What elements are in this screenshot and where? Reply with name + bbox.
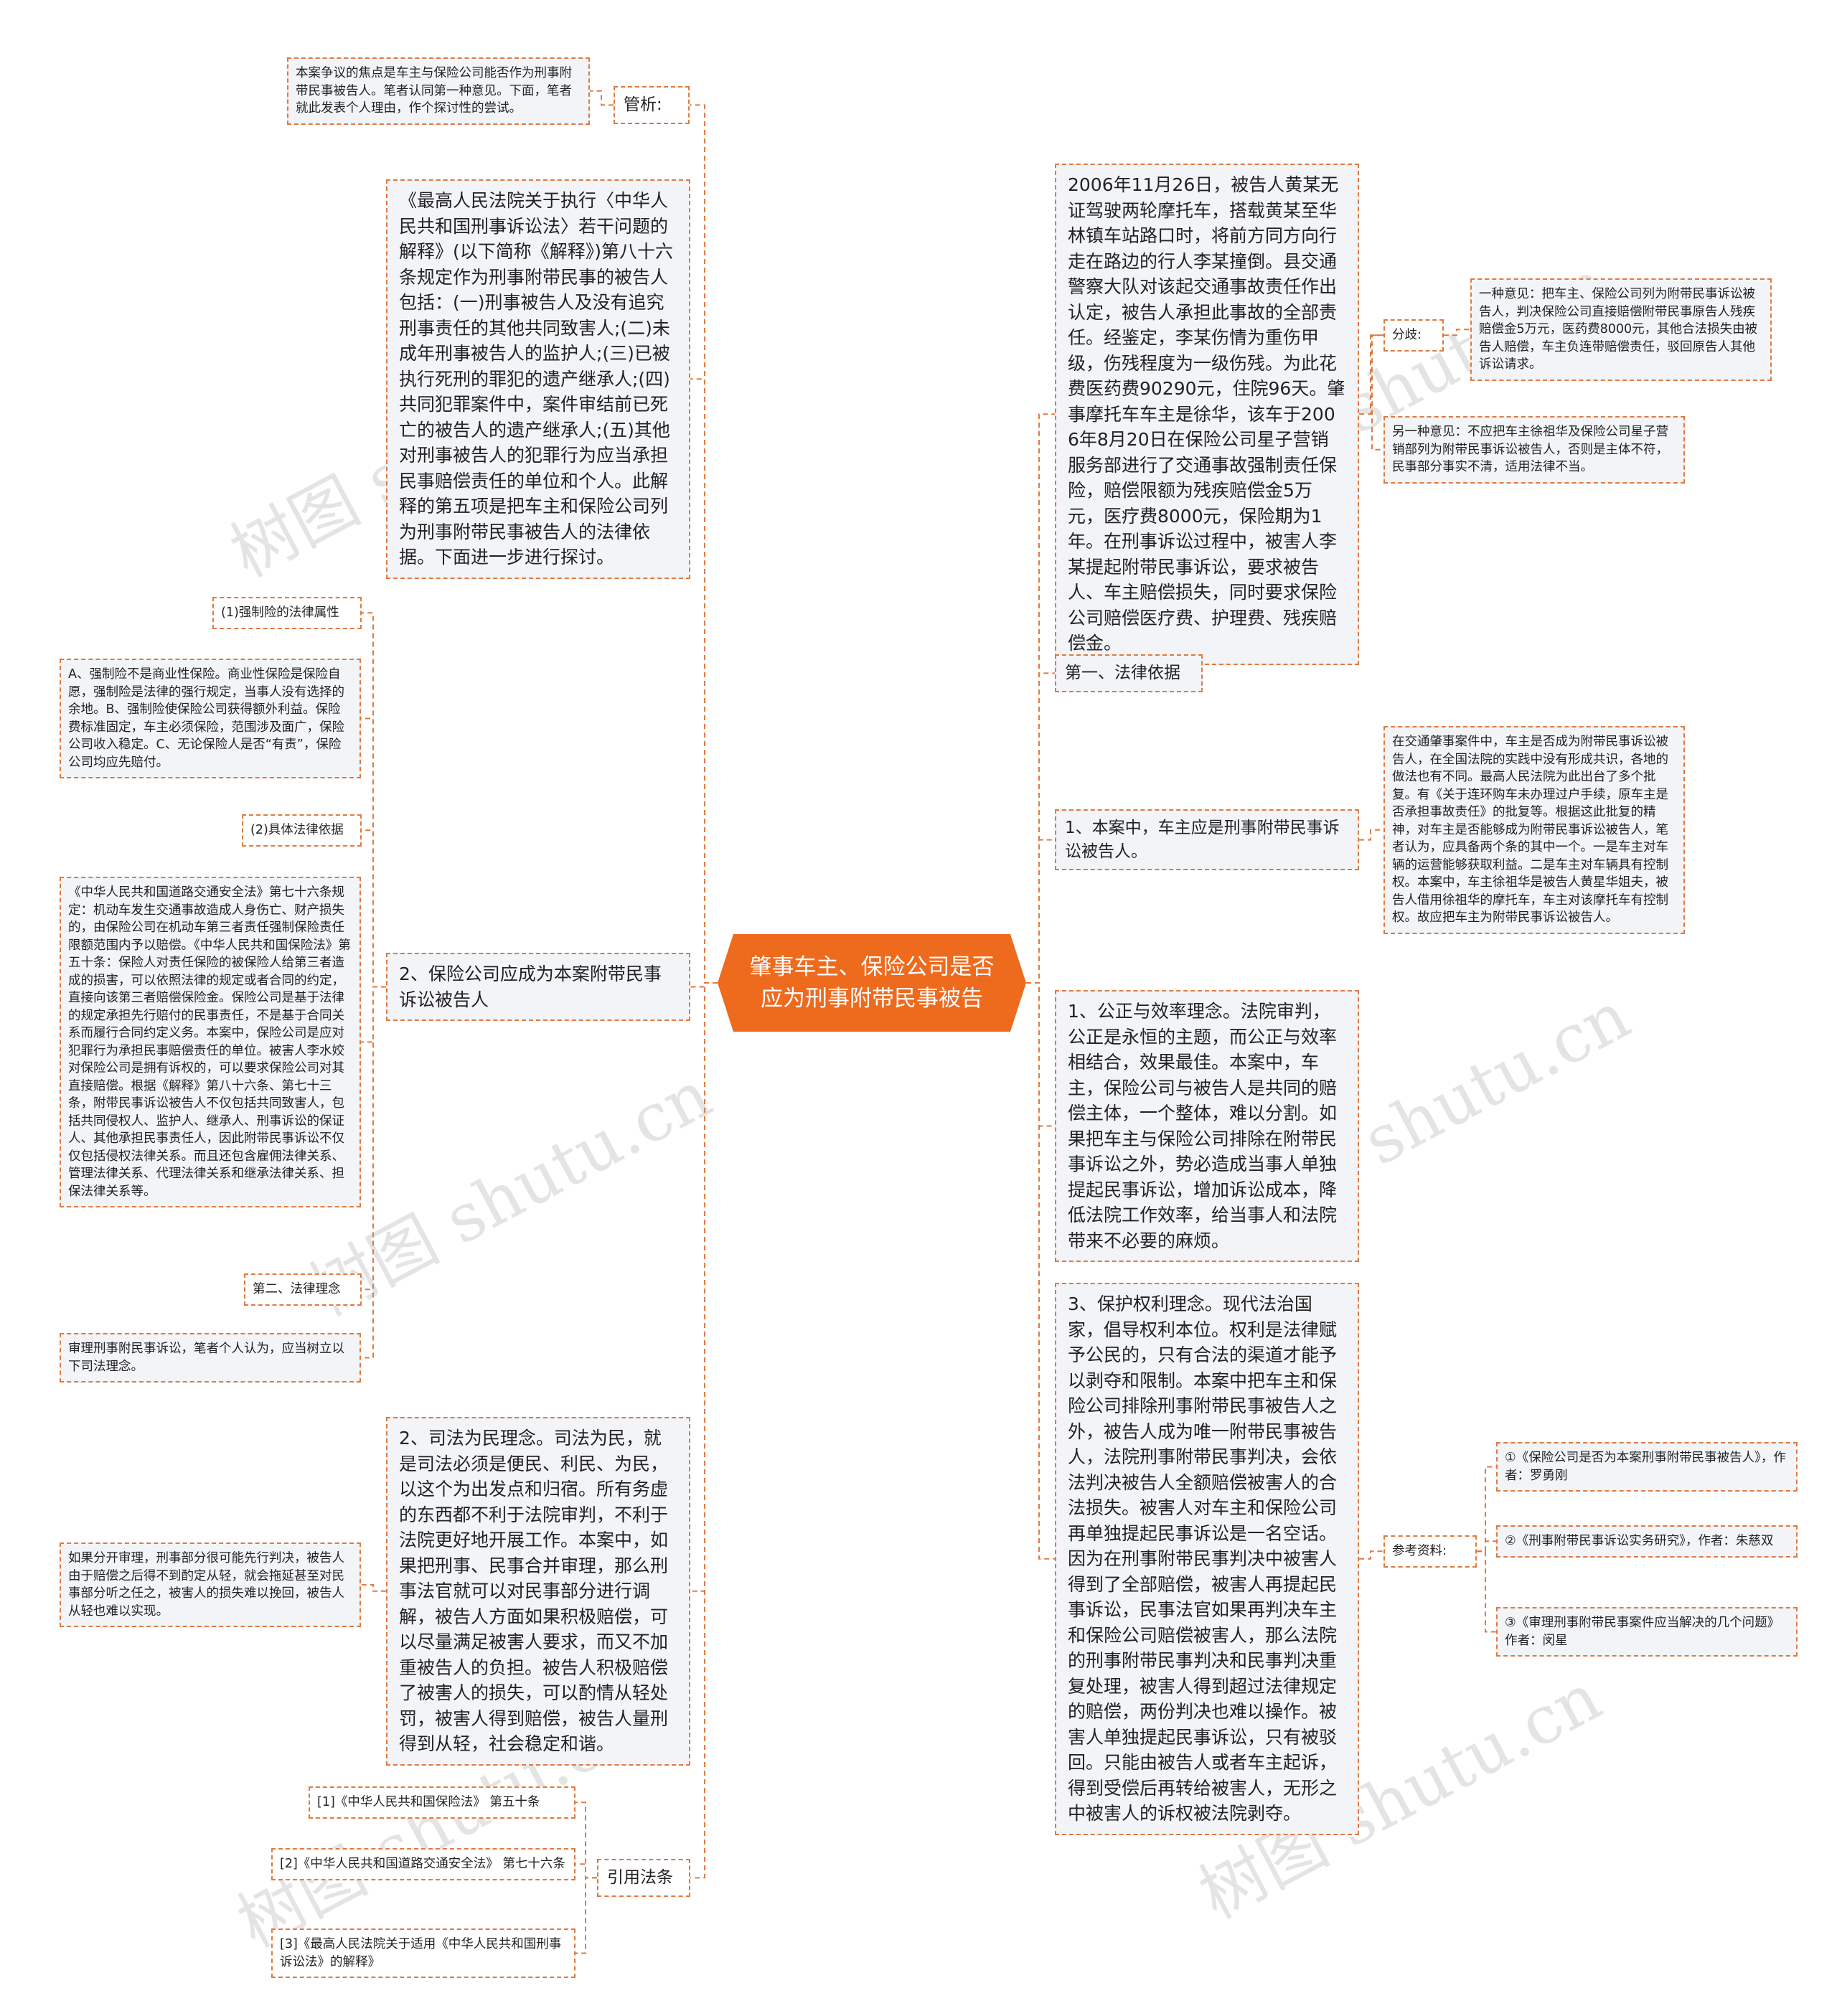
connector-line <box>1359 1550 1383 1560</box>
owner-text[interactable]: 在交通肇事案件中，车主是否成为附带民事诉讼被告人，在全国法院的实践中没有形成共识… <box>1383 726 1685 934</box>
reference-2[interactable]: ②《刑事附带民事诉讼实务研究》，作者：朱慈双 <box>1496 1525 1798 1558</box>
legal-concept-label[interactable]: 第二、法律理念 <box>244 1273 362 1306</box>
owner-heading[interactable]: 1、本案中，车主应是刑事附带民事诉讼被告人。 <box>1055 809 1359 871</box>
legal-basis-text[interactable]: 《中华人民共和国道路交通安全法》第七十六条规定：机动车发生交通事故造成人身伤亡、… <box>60 877 361 1207</box>
connector-line <box>1359 829 1383 841</box>
justice-side-text[interactable]: 如果分开审理，刑事部分很可能先行判决，被告人由于赔偿之后得不到酌定从轻，就会拖延… <box>60 1542 361 1627</box>
law-ref-3[interactable]: [3]《最高人民法院关于适用《中华人民共和国刑事诉讼法》的解释》 <box>271 1928 575 1978</box>
law-ref-1[interactable]: [1]《中华人民共和国保险法》 第五十条 <box>309 1786 575 1819</box>
laws-label[interactable]: 引用法条 <box>597 1859 690 1897</box>
mandatory-insurance-text[interactable]: A、强制险不是商业性保险。商业性保险是保险自愿，强制险是法律的强行规定，当事人没… <box>60 659 361 778</box>
legal-concept-text[interactable]: 审理刑事附民事诉讼，笔者个人认为，应当树立以下司法理念。 <box>60 1333 361 1383</box>
fairness-text[interactable]: 1、公正与效率理念。法院审判，公正是永恒的主题，而公正与效率相结合，效果最佳。本… <box>1055 990 1359 1262</box>
connector-line <box>362 829 386 988</box>
connector-line <box>361 1584 386 1592</box>
connector-line <box>361 986 386 1359</box>
connector-line <box>1477 1550 1496 1633</box>
connector-line <box>575 1801 597 1879</box>
connector-line <box>1359 334 1383 415</box>
connector-line <box>1026 982 1055 1560</box>
connector-line <box>575 1863 597 1879</box>
analysis-text[interactable]: 本案争议的焦点是车主与保险公司能否作为刑事附带民事被告人。笔者认同第一种意见。下… <box>287 57 590 125</box>
case-facts-text[interactable]: 2006年11月26日，被告人黄某无证驾驶两轮摩托车，搭载黄某至华林镇车站路口时… <box>1055 164 1359 665</box>
connector-line <box>690 104 718 984</box>
mandatory-insurance-label[interactable]: (1)强制险的法律属性 <box>212 597 362 629</box>
connector-line <box>575 1877 597 1954</box>
references-label[interactable]: 参考资料: <box>1383 1535 1477 1568</box>
dispute-label[interactable]: 分歧: <box>1383 319 1444 352</box>
connector-line <box>690 982 718 1879</box>
legal-basis-heading[interactable]: 第一、法律依据 <box>1055 654 1203 692</box>
analysis-label[interactable]: 管析: <box>614 86 690 124</box>
connector-line <box>1026 672 1055 984</box>
connector-line <box>690 378 718 984</box>
insurer-heading[interactable]: 2、保险公司应成为本案附带民事诉讼被告人 <box>386 953 690 1021</box>
central-topic[interactable]: 肇事车主、保险公司是否应为刑事附带民事被告 <box>718 934 1026 1032</box>
connector-line <box>1444 329 1470 336</box>
central-topic-text: 肇事车主、保险公司是否应为刑事附带民事被告 <box>749 953 995 1012</box>
justice-text[interactable]: 2、司法为民理念。司法为民，就是司法必须是便民、利民、为民，以这个为出发点和归宿… <box>386 1417 690 1766</box>
legal-basis-label[interactable]: (2)具体法律依据 <box>242 814 362 847</box>
connector-line <box>590 90 614 106</box>
connector-line <box>1026 839 1055 984</box>
connector-line <box>1026 982 1055 1127</box>
reference-3[interactable]: ③《审理刑事附带民事案件应当解决的几个问题》作者：闵星 <box>1496 1607 1798 1657</box>
connector-line <box>1477 1466 1496 1553</box>
opinion-two-text[interactable]: 另一种意见：不应把车主徐祖华及保险公司星子营销部列为附带民事诉讼被告人，否则是主… <box>1383 416 1685 484</box>
rights-text[interactable]: 3、保护权利理念。现代法治国家，倡导权利本位。权利是法律赋予公民的，只有合法的渠… <box>1055 1283 1359 1835</box>
opinion-one-text[interactable]: 一种意见：把车主、保险公司列为附带民事诉讼被告人，判决保险公司直接赔偿附带民事原… <box>1470 278 1772 381</box>
reference-1[interactable]: ①《保险公司是否为本案刑事附带民事被告人》，作者：罗勇刚 <box>1496 1442 1798 1492</box>
law-ref-2[interactable]: [2]《中华人民共和国道路交通安全法》 第七十六条 <box>271 1848 575 1880</box>
connector-line <box>1477 1540 1496 1553</box>
connector-line <box>1026 413 1055 984</box>
interpretation-text[interactable]: 《最高人民法院关于执行〈中华人民共和国刑事诉讼法〉若干问题的解释》(以下简称《解… <box>386 179 690 579</box>
